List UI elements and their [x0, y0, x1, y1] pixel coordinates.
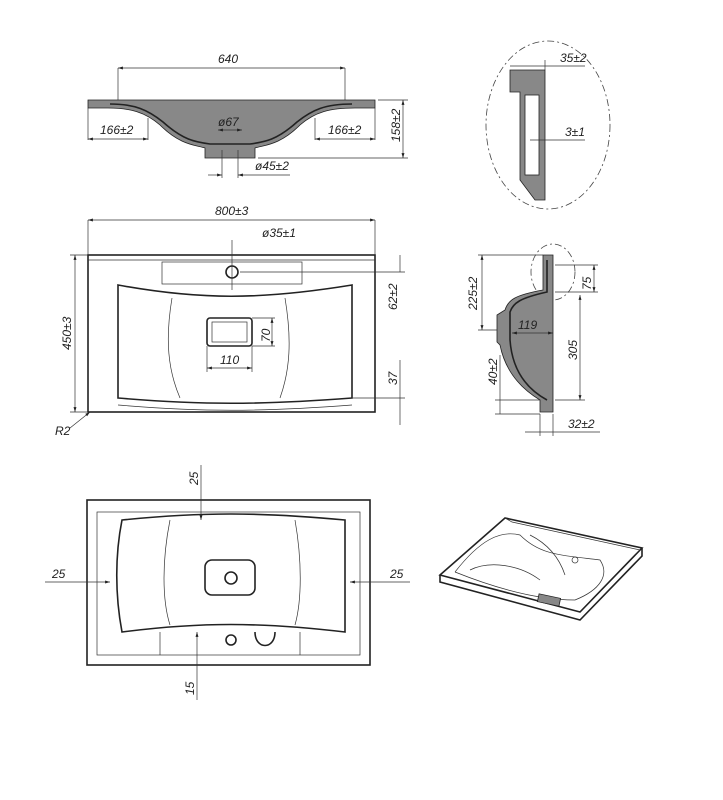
dim-left-margin: 166±2 [100, 123, 134, 137]
dim-bowl-length: 305 [566, 340, 580, 360]
dim-tap-hole: ø35±1 [262, 226, 296, 240]
front-section-view: 640 166±2 166±2 ø67 158±2 ø45±2 [87, 52, 408, 178]
detail-view: 35±2 3±1 [485, 40, 611, 210]
dim-corner-radius: R2 [55, 424, 71, 438]
bottom-view: 25 25 25 15 [45, 465, 410, 700]
dim-gap: 3±1 [565, 125, 585, 139]
dim-drain-bottom-dia: ø45±2 [255, 159, 289, 173]
dim-drain-top-dia: ø67 [218, 115, 240, 129]
dim-front-thickness: 32±2 [568, 417, 595, 431]
dim-rim-height: 75 [580, 276, 594, 290]
dim-side-height: 225±2 [466, 276, 480, 311]
dim-drain-height: 70 [259, 328, 273, 342]
dim-width-640: 640 [218, 52, 238, 66]
dim-overall-width: 800±3 [215, 204, 249, 218]
dim-bottom-left-margin: 25 [51, 567, 66, 581]
dim-front-height: 40±2 [486, 358, 500, 385]
dim-front-offset: 37 [386, 370, 400, 385]
dim-rim-width: 35±2 [560, 51, 587, 65]
dim-bottom-margin: 15 [183, 681, 197, 695]
dim-depth: 450±3 [60, 316, 74, 350]
side-section-view: 225±2 75 119 305 40±2 32±2 [466, 243, 600, 436]
dim-bottom-top-margin: 25 [187, 471, 201, 486]
isometric-view [438, 517, 644, 621]
dim-drain-depth: 119 [518, 318, 537, 332]
dim-drain-width: 110 [220, 353, 239, 367]
dim-tap-offset: 62±2 [386, 283, 400, 310]
dim-height: 158±2 [389, 108, 403, 142]
top-view: 800±3 ø35±1 450±3 62±2 70 110 37 R2 [55, 204, 405, 438]
dim-bottom-right-margin: 25 [389, 567, 404, 581]
dim-right-margin: 166±2 [328, 123, 362, 137]
